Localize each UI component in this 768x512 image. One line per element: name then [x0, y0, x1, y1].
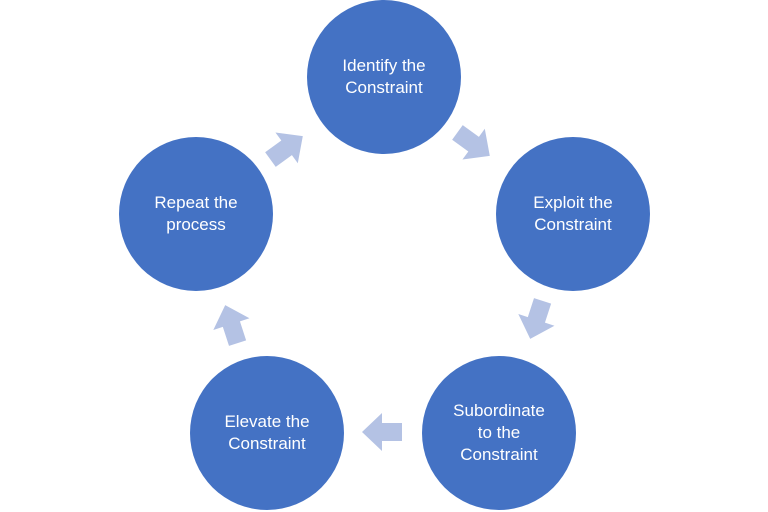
node-repeat-the-process: Repeat the process [119, 137, 273, 291]
node-exploit-the-constraint: Exploit the Constraint [496, 137, 650, 291]
arrow-repeat-to-identify [265, 132, 303, 167]
arrow-exploit-to-subordinate [518, 298, 555, 339]
node-label: Identify the Constraint [342, 56, 426, 97]
node-label: Repeat the process [154, 193, 238, 234]
node-subordinate-to-the-constraint: Subordinate to the Constraint [422, 356, 576, 510]
arrow-subordinate-to-elevate [362, 413, 402, 451]
arrow-elevate-to-repeat [213, 305, 250, 346]
node-identify-the-constraint: Identify the Constraint [307, 0, 461, 154]
node-label: Elevate the Constraint [224, 412, 310, 453]
node-elevate-the-constraint: Elevate the Constraint [190, 356, 344, 510]
node-label: Exploit the Constraint [533, 193, 613, 234]
arrow-identify-to-exploit [452, 125, 490, 160]
node-label: Subordinate to the Constraint [453, 401, 545, 464]
